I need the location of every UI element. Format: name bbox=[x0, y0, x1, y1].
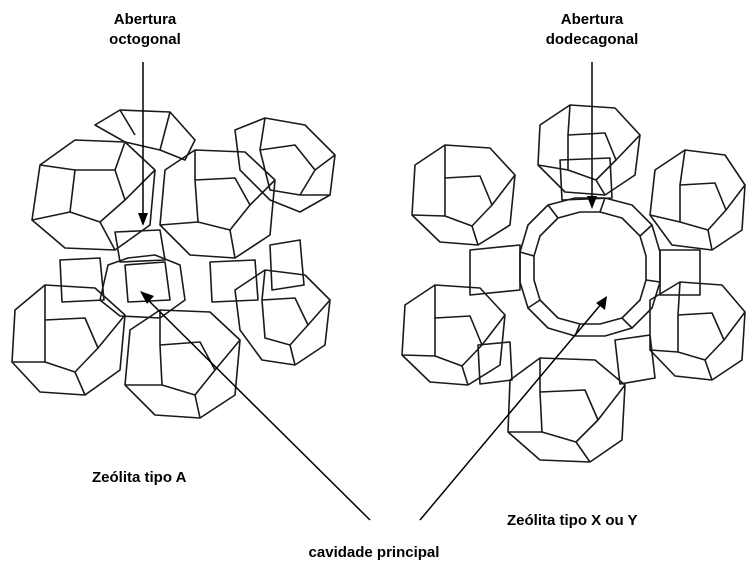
zeolite-xy-label: Zeólita tipo X ou Y bbox=[507, 512, 638, 529]
arrow-cavity-right bbox=[420, 296, 607, 520]
sodalite-cage bbox=[470, 158, 700, 295]
zeolite-a-structure bbox=[12, 110, 335, 418]
zeolite-xy-structure bbox=[402, 105, 745, 462]
main-cavity-label: cavidade principal bbox=[309, 544, 440, 561]
sodalite-cage bbox=[412, 145, 515, 245]
sodalite-cage bbox=[160, 150, 275, 258]
left-aperture-label-line1: Abertura bbox=[114, 11, 177, 28]
arrow-dodecagonal-aperture bbox=[587, 62, 597, 209]
left-aperture-label-line2: octogonal bbox=[109, 31, 181, 48]
arrow-octogonal-aperture bbox=[138, 62, 148, 226]
sodalite-cage bbox=[32, 140, 155, 250]
sodalite-cage bbox=[402, 285, 505, 385]
sodalite-cage bbox=[235, 270, 330, 365]
sodalite-cage bbox=[478, 282, 745, 384]
sodalite-cage bbox=[235, 118, 335, 212]
sodalite-cage bbox=[650, 150, 745, 250]
sodalite-cage bbox=[538, 105, 640, 195]
sodalite-cage bbox=[60, 230, 304, 318]
sodalite-cage bbox=[508, 358, 625, 462]
sodalite-cage bbox=[520, 198, 660, 336]
right-aperture-label-line2: dodecagonal bbox=[546, 31, 639, 48]
sodalite-cage bbox=[95, 110, 195, 160]
sodalite-cage bbox=[125, 310, 240, 418]
zeolite-a-label: Zeólita tipo A bbox=[92, 469, 187, 486]
right-aperture-label-line1: Abertura bbox=[561, 11, 624, 28]
